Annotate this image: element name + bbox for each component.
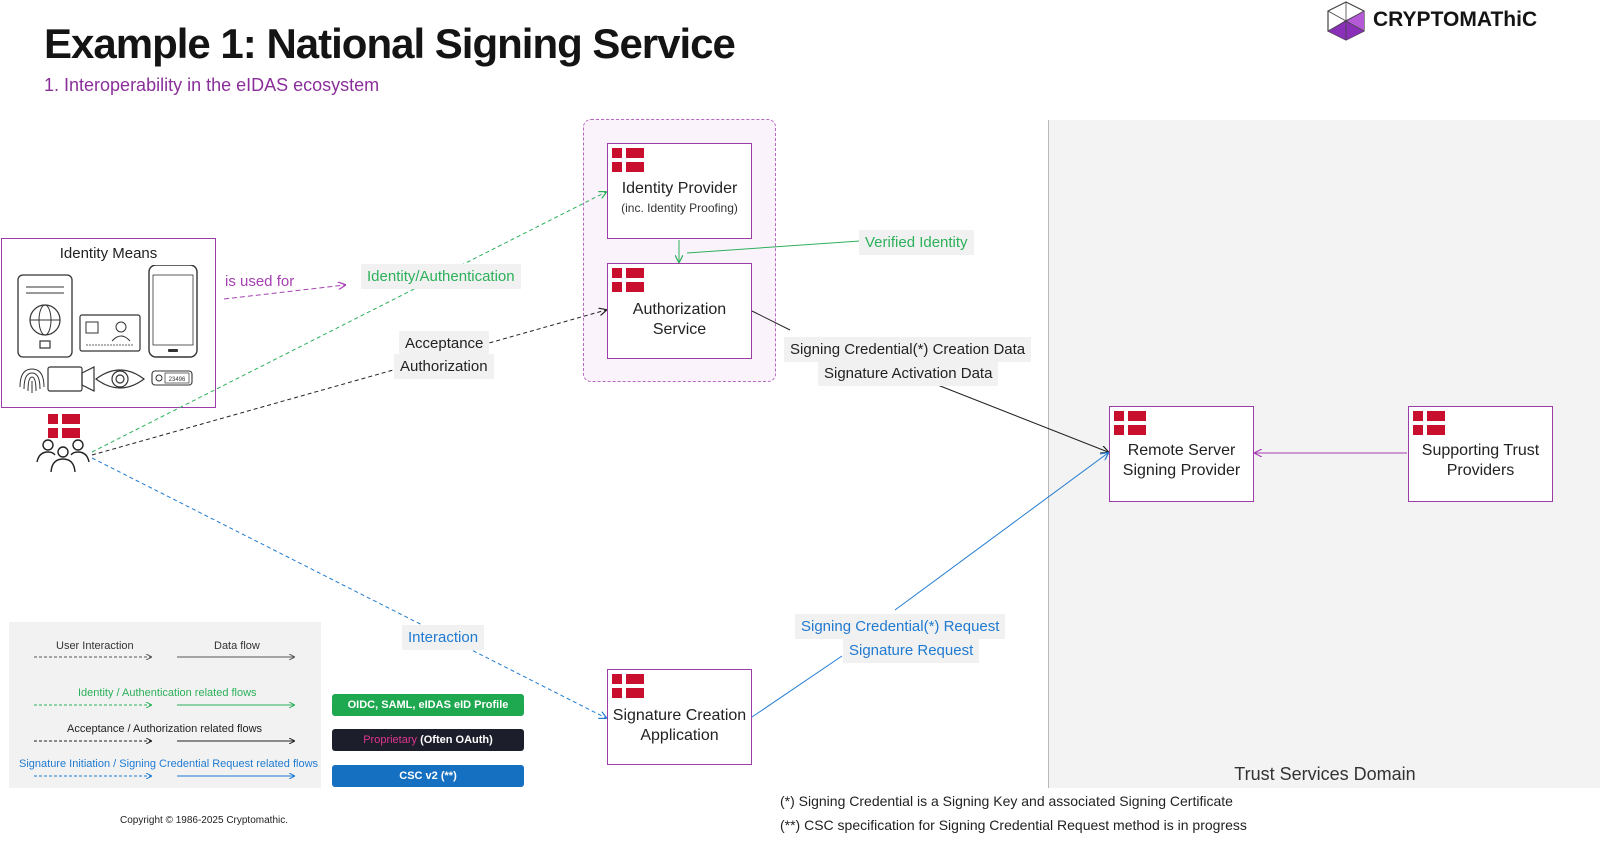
- verified-identity-tag: Verified Identity: [859, 230, 974, 255]
- authorization-tag: Authorization: [394, 354, 494, 379]
- page-subtitle: 1. Interoperability in the eIDAS ecosyst…: [44, 75, 380, 95]
- legend-acceptance-flows: Acceptance / Authorization related flows: [67, 723, 263, 735]
- page-title: Example 1: National Signing Service: [44, 20, 736, 67]
- legend-identity-flows: Identity / Authentication related flows: [78, 687, 257, 699]
- fingerprint-icon: [19, 368, 45, 393]
- trust-services-domain-label: Trust Services Domain: [1234, 764, 1416, 784]
- legend-lines: [34, 622, 321, 788]
- id-card-icon: [79, 314, 141, 352]
- identity-provider-box: Identity Provider (inc. Identity Proofin…: [607, 143, 752, 239]
- camera-icon: [47, 366, 95, 392]
- oauth-label: (Often OAuth): [417, 734, 493, 746]
- protocol-pill-csc: CSC v2 (**): [332, 765, 524, 787]
- remote-server-label-1: Remote Server: [1127, 442, 1236, 459]
- legend-signature-flows: Signature Initiation / Signing Credentia…: [19, 758, 319, 770]
- remote-server-label-2: Signing Provider: [1122, 462, 1241, 479]
- denmark-flag-icon: [48, 414, 80, 438]
- is-used-for-label: is used for: [225, 273, 295, 290]
- users-group-icon: [36, 439, 90, 473]
- acceptance-tag: Acceptance: [399, 331, 490, 354]
- supporting-trust-providers-box: Supporting Trust Providers: [1408, 406, 1553, 502]
- authorization-service-box: Authorization Service: [607, 263, 752, 359]
- token-icon: 23496: [151, 370, 193, 386]
- signing-credential-request-arrow: [751, 655, 843, 718]
- remote-server-signing-provider-box: Remote Server Signing Provider: [1109, 406, 1254, 502]
- denmark-flag-icon: [612, 674, 644, 698]
- proprietary-label: Proprietary: [363, 734, 418, 746]
- interaction-tag: Interaction: [402, 625, 485, 650]
- identity-means-icons: 23496: [17, 265, 198, 393]
- supporting-trust-label-2: Providers: [1446, 462, 1515, 479]
- denmark-flag-icon: [612, 268, 644, 292]
- supporting-trust-label-1: Supporting Trust: [1421, 442, 1540, 459]
- identity-means-label: Identity Means: [59, 245, 158, 262]
- smartphone-icon: [148, 265, 198, 358]
- legend-user-interaction: User Interaction: [56, 640, 134, 652]
- identity-authentication-tag: Identity/Authentication: [361, 264, 521, 289]
- denmark-flag-icon: [1114, 411, 1146, 435]
- passport-icon: [17, 274, 73, 358]
- signature-creation-application-box: Signature Creation Application: [607, 669, 752, 765]
- identity-means-box: Identity Means: [1, 238, 216, 408]
- sca-label-1: Signature Creation: [612, 707, 747, 724]
- copyright: Copyright © 1986-2025 Cryptomathic.: [120, 815, 289, 826]
- authorization-service-label-1: Authorization: [632, 301, 727, 318]
- legend: User Interaction Data flow Identity / Au…: [9, 622, 321, 788]
- identity-provider-sublabel: (inc. Identity Proofing): [621, 201, 738, 215]
- signature-request-tag: Signature Request: [843, 638, 980, 663]
- signing-credential-creation-tag: Signing Credential(*) Creation Data: [784, 337, 1032, 362]
- footnote-signing-credential: (*) Signing Credential is a Signing Key …: [780, 793, 1233, 809]
- footnote-csc-specification: (**) CSC specification for Signing Crede…: [780, 817, 1247, 833]
- denmark-flag-icon: [612, 148, 644, 172]
- protocol-pill-oidc: OIDC, SAML, eIDAS eID Profile: [332, 694, 524, 716]
- sca-label-2: Application: [640, 727, 719, 744]
- identity-provider-label: Identity Provider: [621, 180, 738, 197]
- protocol-pill-proprietary: Proprietary (Often OAuth): [332, 729, 524, 751]
- cryptomathic-logo-icon: [1327, 1, 1365, 41]
- denmark-flag-icon: [1413, 411, 1445, 435]
- authorization-service-label-2: Service: [652, 321, 707, 338]
- eye-icon: [94, 369, 146, 389]
- signing-credential-request-tag: Signing Credential(*) Request: [795, 614, 1006, 639]
- signature-activation-tag: Signature Activation Data: [818, 361, 999, 386]
- logo-text: CRYPTOMAThiC: [1373, 8, 1538, 31]
- legend-data-flow: Data flow: [214, 640, 260, 652]
- token-number: 23496: [169, 377, 186, 383]
